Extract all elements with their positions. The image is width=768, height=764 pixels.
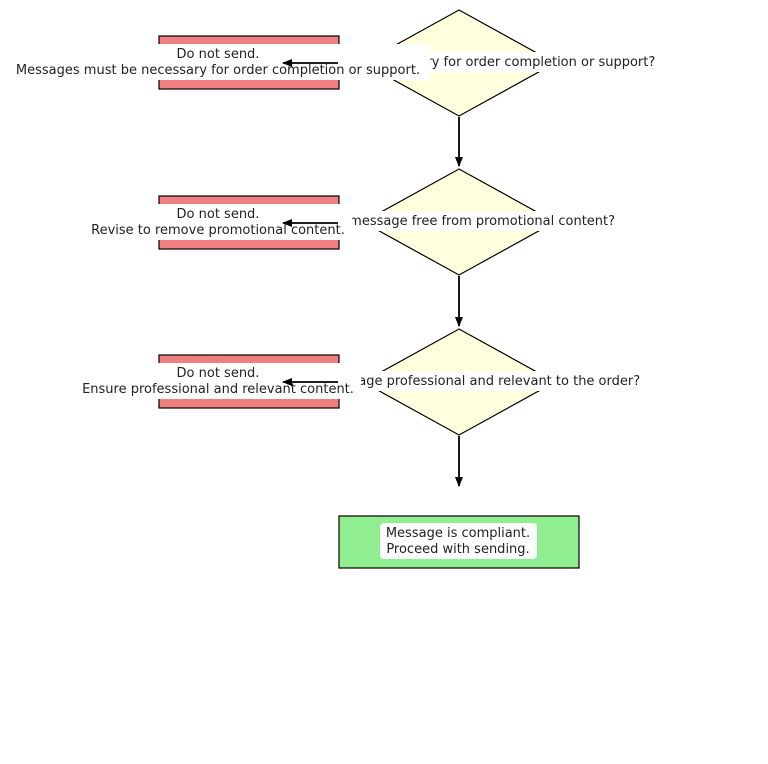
reject-label-bg-3 — [76, 363, 361, 399]
reject-label-3-line2: Ensure professional and relevant content… — [82, 382, 354, 397]
reject-label-2-line1: Do not send. — [177, 207, 260, 222]
reject-label-bg-1 — [8, 44, 430, 80]
reject-label-2-line2: Revise to remove promotional content. — [91, 223, 345, 238]
reject-label-bg-2 — [84, 204, 352, 240]
decision-label-bg-2 — [305, 211, 620, 231]
reject-label-1-line1: Do not send. — [177, 47, 260, 62]
decision-label-3: Is the message professional and relevant… — [284, 374, 640, 389]
result-label-line1: Message is compliant. — [386, 526, 530, 541]
result-label-bg — [380, 523, 537, 559]
decision-label-2: Is the message free from promotional con… — [309, 214, 615, 229]
reject-label-1-line2: Messages must be necessary for order com… — [16, 63, 420, 78]
result-label-line2: Proceed with sending. — [386, 542, 529, 557]
reject-label-3-line1: Do not send. — [177, 366, 260, 381]
decision-label-bg-3 — [280, 371, 645, 391]
